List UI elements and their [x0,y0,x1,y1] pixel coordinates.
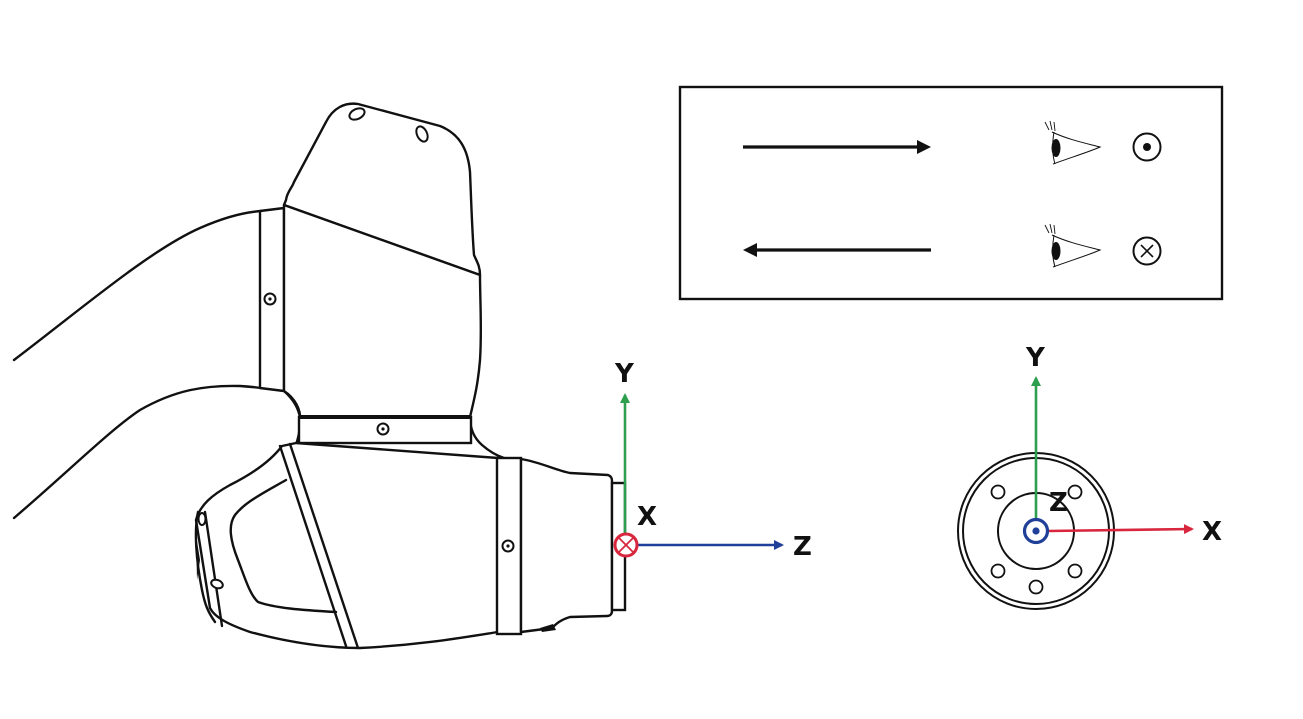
front-cylinder [519,457,614,634]
upper-arm-link [12,209,264,362]
side-x-label: X [637,502,657,532]
joint-lobe-right [468,415,506,460]
cap-hole-icon [415,125,429,143]
elbow-top-cap [282,102,482,277]
wrist-housing [194,441,500,650]
cap-hole-icon [348,107,366,121]
front-y-label: Y [1025,343,1046,373]
bolt-hole-icon [1067,484,1083,500]
end-cap [194,510,217,624]
housing-recess [229,478,338,614]
legend-row-out-of-page [743,120,1162,165]
side-z-label: Z [793,532,812,562]
bolt-hole-icon [1028,579,1044,595]
cross-circle-icon [1132,236,1162,266]
bolt-hole-icon [990,563,1006,579]
bolt-hole-icon [1067,563,1083,579]
front-x-axis [1047,524,1194,535]
legend-border [678,85,1224,301]
legend-row-into-page [743,223,1162,268]
bolt-hole-icon [990,484,1006,500]
direction-legend [678,85,1224,301]
z-out-of-page-icon [1022,517,1050,545]
front-x-label: X [1202,517,1222,547]
side-y-label: Y [614,359,635,389]
side-view-frame: Y X Z [613,359,812,562]
robot-arm-drawing [12,102,627,650]
forearm-link-lower-edge [12,384,286,520]
eye-icon [1044,223,1102,268]
eye-icon [1044,120,1102,165]
dot-circle-icon [1132,132,1162,162]
front-view-frame: Y Z X [957,343,1222,610]
front-z-label: Z [1049,488,1068,518]
